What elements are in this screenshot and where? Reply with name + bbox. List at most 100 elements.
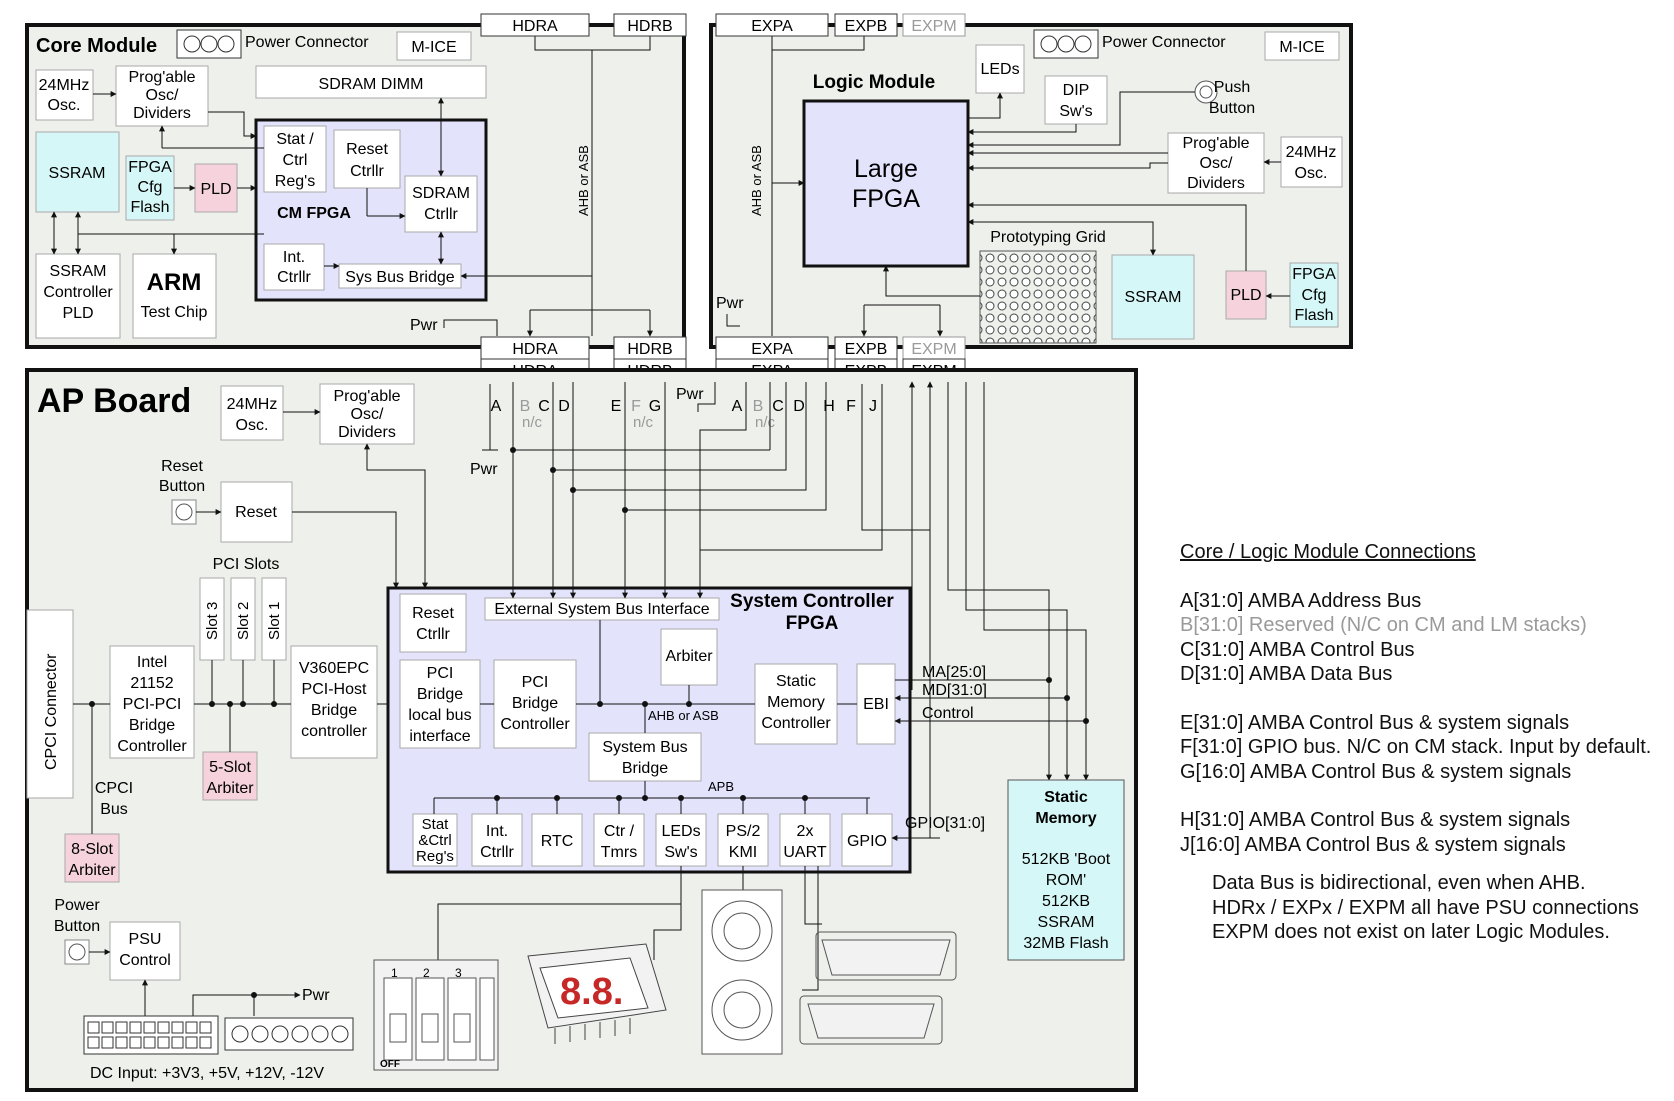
svg-text:Ctrllr: Ctrllr bbox=[424, 206, 458, 223]
svg-text:5-Slot: 5-Slot bbox=[209, 759, 251, 776]
pci-bridge-ctrl bbox=[493, 659, 577, 749]
svg-text:External System Bus Interface: External System Bus Interface bbox=[494, 601, 709, 618]
gpio-bus-label: GPIO[31:0] bbox=[905, 815, 985, 832]
svg-text:Cfg: Cfg bbox=[1302, 287, 1327, 304]
svg-text:Arbiter: Arbiter bbox=[665, 648, 713, 665]
svg-text:local bus: local bus bbox=[408, 707, 471, 724]
svg-text:controller: controller bbox=[301, 723, 367, 740]
svg-text:Memory: Memory bbox=[1035, 810, 1096, 827]
svg-text:Reset: Reset bbox=[346, 141, 388, 158]
svg-text:GPIO: GPIO bbox=[847, 833, 887, 850]
svg-text:&Ctrl: &Ctrl bbox=[418, 832, 451, 849]
svg-text:Reset: Reset bbox=[161, 458, 203, 475]
svg-text:Stat: Stat bbox=[422, 816, 450, 833]
svg-text:B: B bbox=[753, 398, 764, 415]
svg-text:3: 3 bbox=[455, 966, 462, 980]
proto-grid bbox=[979, 250, 1097, 344]
svg-text:Push: Push bbox=[1214, 79, 1250, 96]
svg-text:SSRAM: SSRAM bbox=[49, 165, 106, 182]
ebi bbox=[856, 663, 896, 745]
svg-text:HDRA: HDRA bbox=[512, 341, 558, 358]
lm-leds bbox=[975, 44, 1025, 94]
sc-reset-ctrl bbox=[399, 593, 467, 653]
svg-text:Sw's: Sw's bbox=[1059, 103, 1092, 120]
cm-fpga-cfg-flash bbox=[125, 155, 175, 221]
sdram-dimm-label: SDRAM DIMM bbox=[319, 76, 424, 93]
ap-board-title: AP Board bbox=[37, 382, 191, 420]
svg-text:Arbiter: Arbiter bbox=[206, 780, 254, 797]
svg-text:Slot 1: Slot 1 bbox=[266, 602, 283, 640]
intel-bridge bbox=[109, 645, 195, 759]
svg-text:FPGA: FPGA bbox=[128, 159, 172, 176]
legend-h: H[31:0] AMBA Control Bus & system signal… bbox=[1180, 809, 1571, 831]
control-label: Control bbox=[922, 705, 974, 722]
apb-int-ctrl bbox=[471, 813, 523, 867]
svg-text:Controller: Controller bbox=[761, 715, 831, 732]
legend-c: C[31:0] AMBA Control Bus bbox=[1180, 638, 1415, 661]
ap-reset bbox=[220, 481, 293, 543]
sdram-dimm bbox=[255, 65, 487, 99]
logic-module: Power Connector M-ICE Logic Module LEDs … bbox=[709, 23, 1353, 349]
svg-text:Pwr: Pwr bbox=[470, 461, 498, 478]
svg-text:PCI: PCI bbox=[427, 665, 454, 682]
svg-text:System Controller: System Controller bbox=[730, 591, 894, 612]
apb-label: APB bbox=[708, 779, 734, 794]
svg-text:D: D bbox=[558, 398, 570, 415]
svg-text:Controller: Controller bbox=[500, 716, 570, 733]
ap-board: AP Board 24MHz Osc. Prog'able Osc/ Divid… bbox=[25, 368, 1138, 1092]
svg-text:RTC: RTC bbox=[541, 833, 574, 850]
svg-text:Power: Power bbox=[54, 897, 100, 914]
lm-osc bbox=[1280, 136, 1343, 188]
slot-3 bbox=[199, 577, 225, 661]
core-prog-l2: Osc/ bbox=[146, 87, 179, 104]
svg-text:C: C bbox=[538, 398, 550, 415]
svg-text:SSRAM: SSRAM bbox=[1125, 289, 1182, 306]
logic-module-title: Logic Module bbox=[813, 72, 935, 93]
lm-progable bbox=[1167, 132, 1265, 194]
svg-text:Sys Bus Bridge: Sys Bus Bridge bbox=[345, 269, 454, 286]
cm-pld bbox=[194, 163, 238, 213]
svg-text:Slot 3: Slot 3 bbox=[204, 602, 221, 640]
svg-text:2x: 2x bbox=[797, 823, 814, 840]
svg-text:EXPA: EXPA bbox=[751, 341, 793, 358]
static-memory-ctrl bbox=[754, 663, 838, 745]
svg-text:SDRAM: SDRAM bbox=[412, 185, 470, 202]
svg-text:1: 1 bbox=[391, 966, 398, 980]
apb-stat-ctrl bbox=[412, 813, 458, 867]
svg-text:EXPB: EXPB bbox=[845, 341, 888, 358]
proto-grid-label: Prototyping Grid bbox=[990, 229, 1106, 246]
svg-text:Ctrllr: Ctrllr bbox=[480, 844, 514, 861]
svg-text:PS/2: PS/2 bbox=[726, 823, 761, 840]
svg-text:PCI: PCI bbox=[522, 674, 549, 691]
svg-text:EXPM: EXPM bbox=[911, 341, 956, 358]
legend-d: D[31:0] AMBA Data Bus bbox=[1180, 663, 1393, 685]
svg-text:PCI-Host: PCI-Host bbox=[302, 681, 367, 698]
apb-ctr-tmrs bbox=[593, 813, 645, 867]
svg-text:Osc/: Osc/ bbox=[351, 406, 384, 423]
svg-text:PCI Slots: PCI Slots bbox=[213, 556, 280, 573]
svg-text:Test Chip: Test Chip bbox=[141, 304, 208, 321]
svg-text:H: H bbox=[823, 398, 835, 415]
legend-title: Core / Logic Module Connections bbox=[1180, 541, 1476, 563]
svg-text:M-ICE: M-ICE bbox=[1279, 39, 1324, 56]
seven-segment-icon: 8.8. bbox=[527, 943, 667, 1044]
svg-text:Bus: Bus bbox=[100, 801, 128, 818]
lm-pld bbox=[1225, 270, 1267, 320]
svg-text:Stat /: Stat / bbox=[276, 131, 314, 148]
svg-text:2: 2 bbox=[423, 966, 430, 980]
ext-sys-bus-interface bbox=[484, 597, 720, 621]
legend-e: E[31:0] AMBA Control Bus & system signal… bbox=[1180, 711, 1570, 734]
svg-text:PLD: PLD bbox=[200, 181, 231, 198]
svg-text:HDRB: HDRB bbox=[627, 341, 672, 358]
svg-text:F: F bbox=[846, 398, 856, 415]
legend-note-1: Data Bus is bidirectional, even when AHB… bbox=[1212, 872, 1586, 894]
svg-text:CPCI Connector: CPCI Connector bbox=[43, 653, 60, 770]
svg-text:Static: Static bbox=[776, 673, 816, 690]
svg-text:Pwr: Pwr bbox=[410, 317, 438, 334]
connections-legend: Core / Logic Module Connections A[31:0] … bbox=[1180, 540, 1660, 945]
svg-text:PCI-PCI: PCI-PCI bbox=[123, 696, 182, 713]
svg-text:C: C bbox=[772, 398, 784, 415]
svg-text:Arbiter: Arbiter bbox=[68, 862, 116, 879]
svg-text:interface: interface bbox=[409, 728, 470, 745]
svg-text:Osc.: Osc. bbox=[1295, 165, 1328, 182]
